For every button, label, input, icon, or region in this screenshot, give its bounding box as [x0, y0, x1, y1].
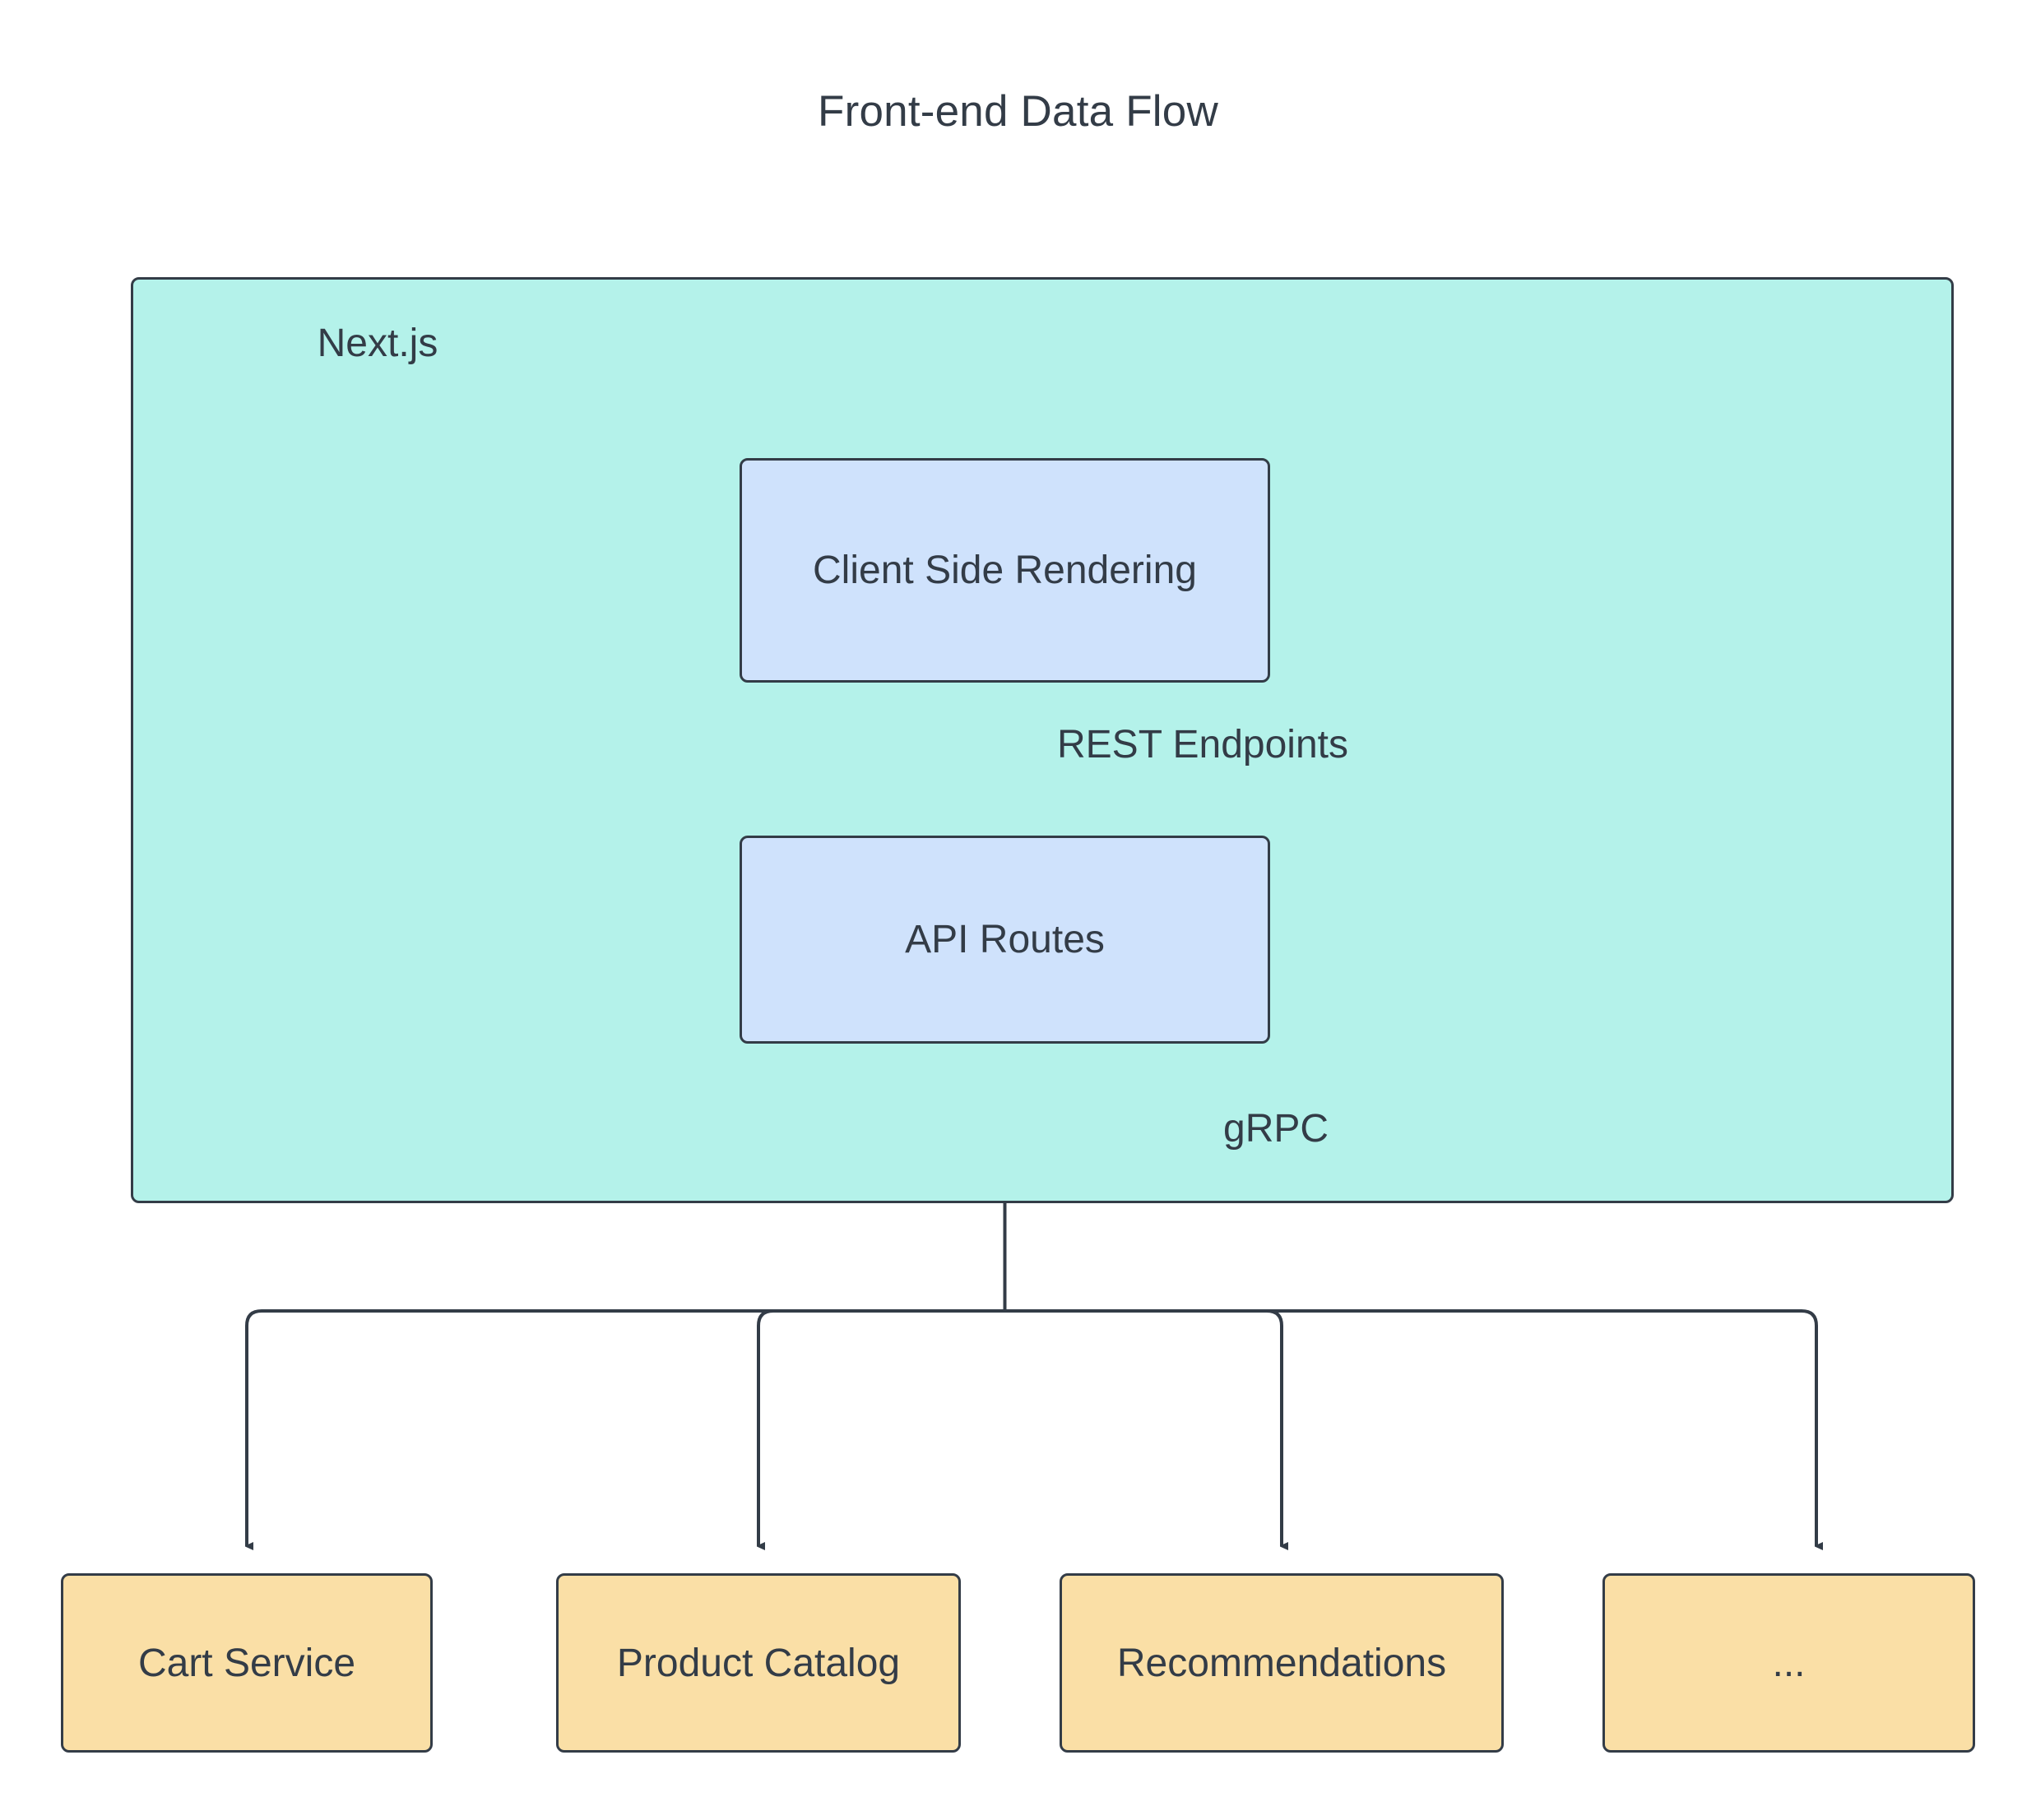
node-more-services[interactable]: ... — [1602, 1573, 1975, 1753]
edge-label-grpc: gRPC — [1223, 1107, 1329, 1151]
node-recommendations[interactable]: Recommendations — [1060, 1573, 1504, 1753]
subgraph-nextjs-label: Next.js — [317, 322, 438, 365]
page-title: Front-end Data Flow — [818, 87, 1218, 136]
node-api-routes[interactable]: API Routes — [740, 836, 1270, 1044]
subgraph-nextjs[interactable] — [131, 277, 1954, 1203]
edge-label-rest-endpoints: REST Endpoints — [1057, 723, 1348, 766]
node-product-catalog[interactable]: Product Catalog — [556, 1573, 961, 1753]
node-client-side-rendering[interactable]: Client Side Rendering — [740, 458, 1270, 683]
node-cart-service[interactable]: Cart Service — [61, 1573, 433, 1753]
